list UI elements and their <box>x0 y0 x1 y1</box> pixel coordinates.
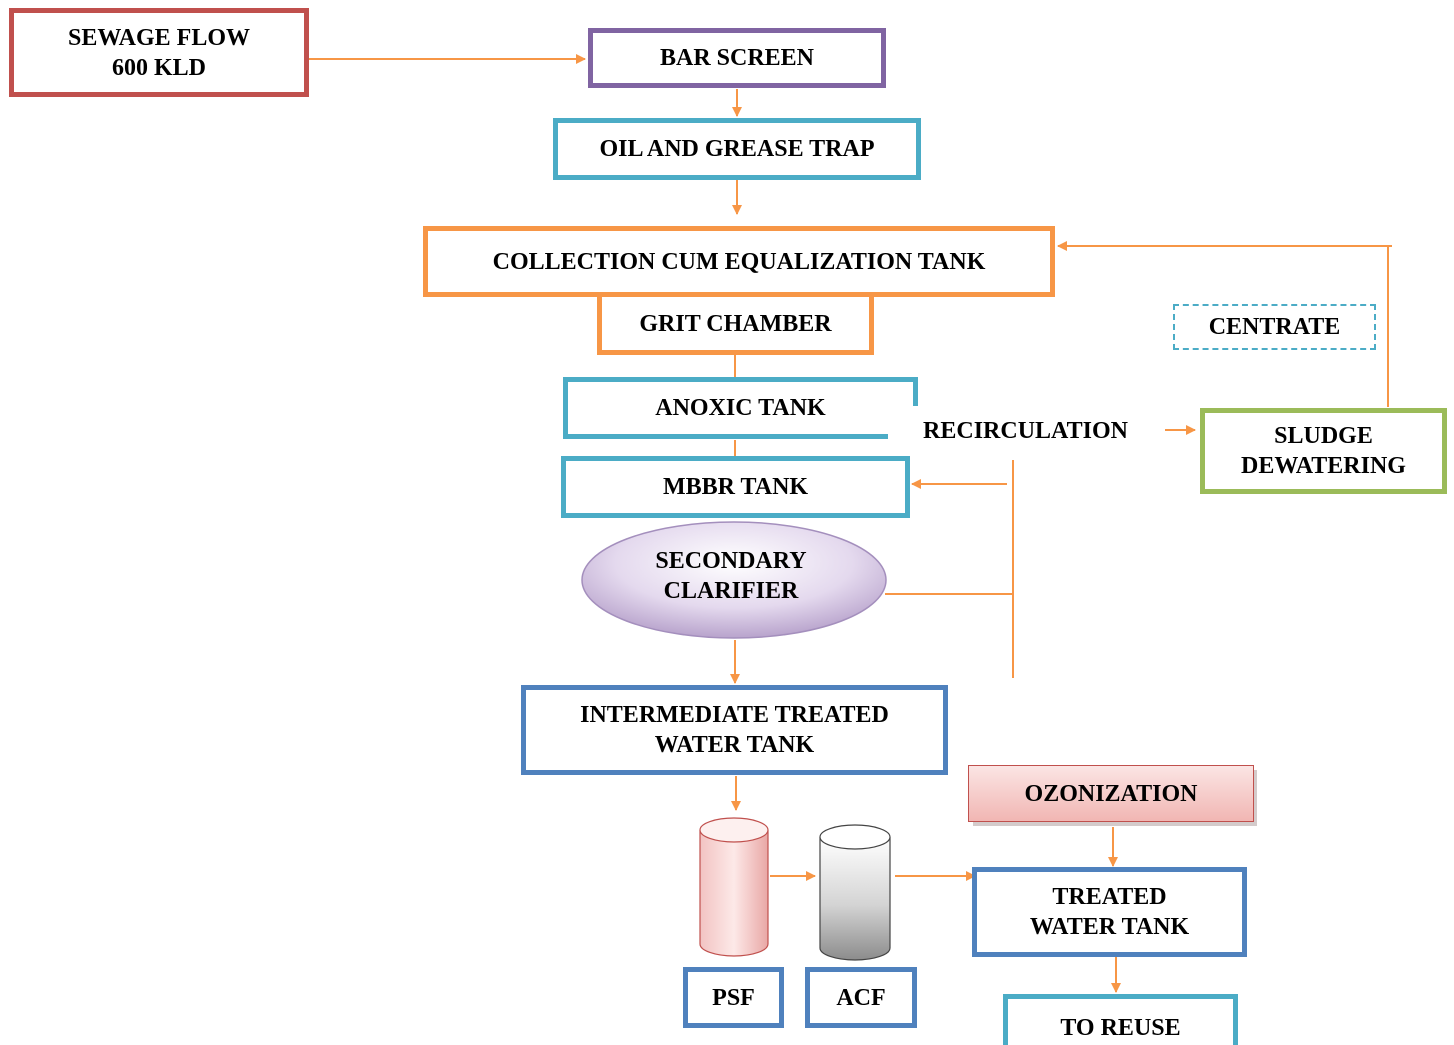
psf-box: PSF <box>683 967 784 1028</box>
secondary-clarifier-shape <box>581 521 887 639</box>
acf-cylinder <box>819 824 891 961</box>
acf-box: ACF <box>805 967 917 1028</box>
recirculation-label: RECIRCULATION <box>888 406 1163 456</box>
ozonization-box: OZONIZATION <box>968 765 1254 822</box>
intermediate-tank-box: INTERMEDIATE TREATED WATER TANK <box>521 685 948 775</box>
sewage-flow-box: SEWAGE FLOW 600 KLD <box>9 8 309 97</box>
psf-cylinder <box>699 817 769 957</box>
centrate-return-line <box>1387 245 1392 407</box>
grit-chamber-box: GRIT CHAMBER <box>597 297 874 355</box>
oil-grease-trap-box: OIL AND GREASE TRAP <box>553 118 921 180</box>
anoxic-tank-box: ANOXIC TANK <box>563 377 918 439</box>
to-reuse-box: TO REUSE <box>1003 994 1238 1045</box>
connectors <box>309 54 1392 993</box>
sludge-dewatering-box: SLUDGE DEWATERING <box>1200 408 1447 494</box>
treated-water-tank-box: TREATED WATER TANK <box>972 867 1247 957</box>
secondary-clarifier-label: SECONDARY CLARIFIER <box>655 548 807 604</box>
centrate-box: CENTRATE <box>1173 304 1376 350</box>
collection-tank-box: COLLECTION CUM EQUALIZATION TANK <box>423 226 1055 297</box>
bar-screen-box: BAR SCREEN <box>588 28 886 88</box>
mbbr-tank-box: MBBR TANK <box>561 456 910 518</box>
